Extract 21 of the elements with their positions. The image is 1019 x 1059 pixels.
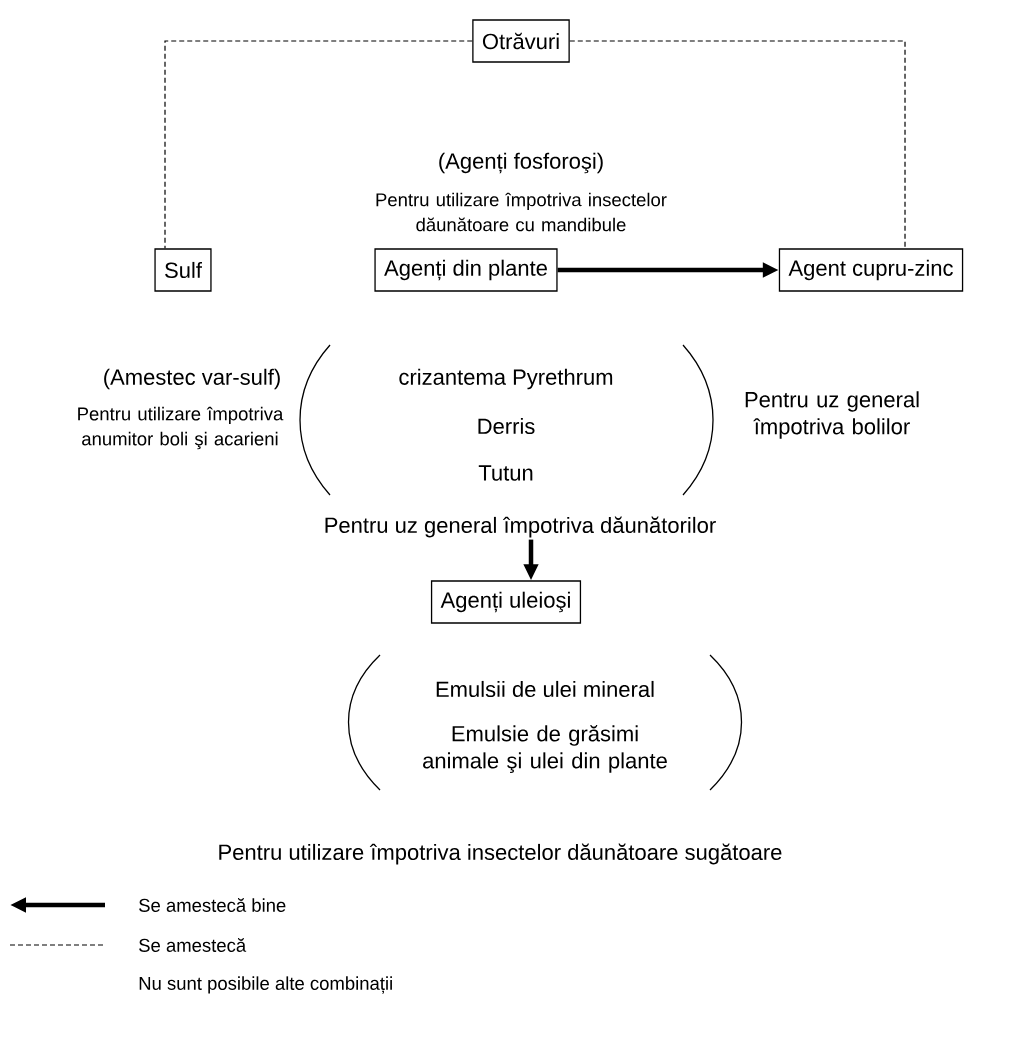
list-item: Derris — [478, 417, 535, 435]
note-text: Pentru utilizare împotriva insectelor dăunătoare cu mandibule — [376, 192, 667, 232]
note-text: Pentru uz general împotriva bolilor — [745, 391, 919, 439]
process-box: Agent cupru-zinc — [778, 248, 964, 292]
process-box: Agenți uleioşi — [430, 580, 582, 624]
heading-text: (Amestec var-sulf) — [104, 368, 280, 390]
note-text: Pentru utilizare împotriva anumitor boli şi acarieni — [78, 406, 284, 450]
legend-text: Se amestecă — [139, 938, 247, 952]
dashed-line — [164, 40, 473, 249]
process-box: Sulf — [154, 248, 212, 292]
list-item: Emulsie de grăsimi animale şi ulei din plante — [423, 725, 667, 773]
note-text: Pentru utilizare împotriva insectelor dăunătoare sugătoare — [219, 843, 782, 865]
process-box: Agenți din plante — [374, 248, 558, 292]
process-box: Otrăvuri — [472, 19, 570, 63]
legend-text: Se amestecă bine — [139, 898, 286, 912]
node-text: Pentru uz general împotriva dăunătorilor — [325, 516, 716, 538]
legend-text: Nu sunt posibile alte combinații — [139, 976, 392, 994]
heading-text: (Agenți fosforoşi) — [439, 152, 603, 174]
list-item: Emulsii de ulei mineral — [436, 680, 654, 698]
list-item: crizantema Pyrethrum — [399, 368, 613, 390]
list-item: Tutun — [478, 465, 533, 481]
